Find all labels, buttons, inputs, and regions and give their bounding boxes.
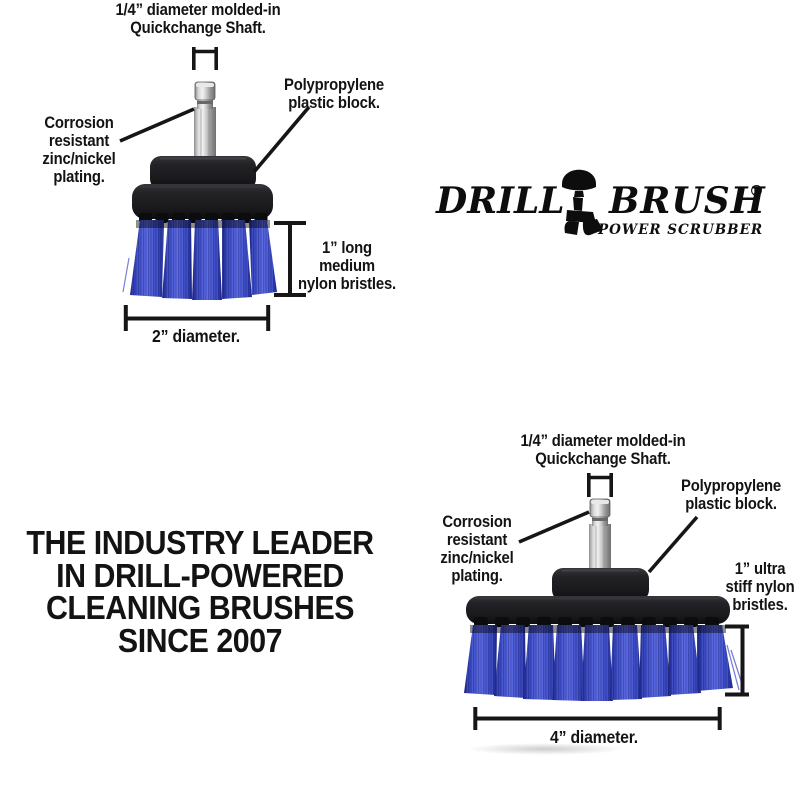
small-bristle-dimension <box>274 221 306 297</box>
industry-leader-headline: THE INDUSTRY LEADER IN DRILL-POWERED CLE… <box>26 524 374 659</box>
small-shaft-label: 1/4” diameter molded-in Quickchange Shaf… <box>115 1 281 37</box>
registered-trademark-mark: ® <box>749 182 764 200</box>
small-plating-label: Corrosion resistant zinc/nickel plating. <box>42 114 116 186</box>
logo-tagline: POWER SCRUBBER <box>598 222 764 238</box>
small-diameter-dimension <box>123 305 271 331</box>
large-shaft-label: 1/4” diameter molded-in Quickchange Shaf… <box>520 432 686 468</box>
large-diameter-dimension <box>473 707 722 730</box>
small-bristles-label: 1” long medium nylon bristles. <box>298 239 396 293</box>
small-block-leader-line <box>252 105 311 174</box>
small-shaft-bracket <box>192 47 218 70</box>
small-plating-leader-line <box>119 107 195 143</box>
small-shaft <box>194 81 216 159</box>
small-plastic-block <box>132 156 273 223</box>
logo-drill-word: DRILL <box>436 180 565 222</box>
small-bristles <box>122 220 277 300</box>
large-brush-shadow <box>467 743 623 755</box>
large-plating-label: Corrosion resistant zinc/nickel plating. <box>440 513 514 585</box>
drillbrush-logo: DRILL BRUSH ® POWER SCRUBBER <box>430 158 782 246</box>
large-shaft <box>589 498 611 572</box>
large-diameter-label: 4” diameter. <box>549 727 639 747</box>
large-block-label: Polypropylene plastic block. <box>681 477 781 513</box>
large-bristles <box>464 625 743 701</box>
small-block-label: Polypropylene plastic block. <box>284 76 384 112</box>
small-brush-illustration <box>119 47 311 331</box>
logo-brush-word: BRUSH <box>609 180 766 222</box>
large-block-leader-line <box>647 515 699 574</box>
small-diameter-label: 2” diameter. <box>151 326 241 346</box>
large-plastic-block <box>466 568 730 627</box>
large-plating-leader-line <box>518 510 590 544</box>
large-shaft-bracket <box>587 473 613 497</box>
drill-brush-icon <box>562 169 603 236</box>
large-bristle-dimension <box>725 624 749 697</box>
large-bristles-label: 1” ultra stiff nylon bristles. <box>725 560 795 614</box>
large-brush-illustration <box>464 473 749 755</box>
